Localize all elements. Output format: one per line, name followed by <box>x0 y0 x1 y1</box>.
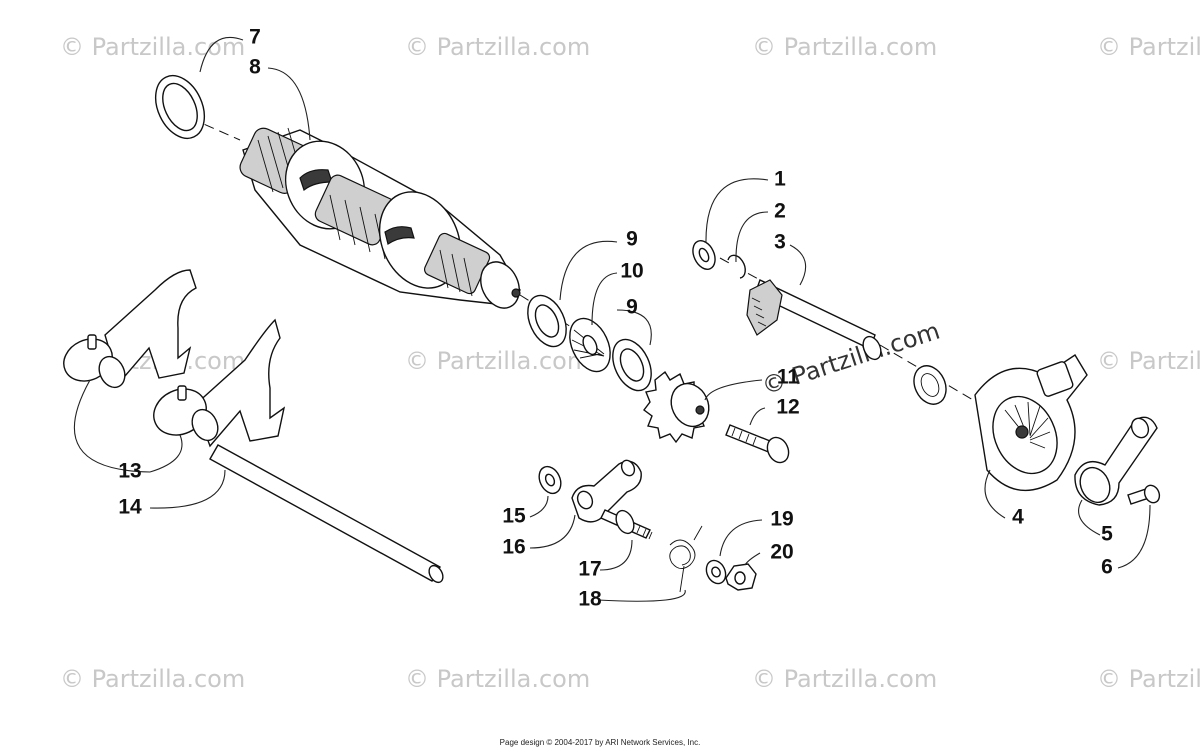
oil-seal[interactable] <box>908 361 952 410</box>
shift-arm[interactable] <box>1074 416 1158 508</box>
o-ring[interactable] <box>146 68 214 146</box>
page-footer: Page design © 2004-2017 by ARI Network S… <box>499 738 701 747</box>
callout-label: 7 <box>249 26 261 49</box>
callout-label: 1 <box>774 168 786 191</box>
washer-19[interactable] <box>703 557 729 586</box>
watermark: © Partzilla.com <box>405 347 590 375</box>
shift-shaft[interactable] <box>746 279 884 362</box>
washer-small[interactable] <box>689 237 720 273</box>
gear-position-sensor[interactable] <box>974 354 1088 492</box>
fork-shaft[interactable] <box>209 444 446 585</box>
watermark: © Partzilla.com <box>1097 665 1200 693</box>
callout-label: 13 <box>118 460 141 483</box>
shift-drum[interactable] <box>237 125 527 314</box>
callout-label: 14 <box>118 496 142 519</box>
watermark: © Partzilla.com <box>60 665 245 693</box>
callout-label: 11 <box>777 366 800 389</box>
shift-fork-left[interactable] <box>57 269 197 392</box>
torsion-spring[interactable] <box>669 525 703 593</box>
leader-lines <box>73 36 1151 602</box>
callout-label: 15 <box>502 505 526 528</box>
watermark: © Partzilla.com <box>405 665 590 693</box>
washer-bottom[interactable] <box>605 333 659 396</box>
callout-label: 8 <box>249 56 261 79</box>
callout-label: 9 <box>626 296 638 319</box>
axis-line <box>879 344 991 411</box>
callout-label: 5 <box>1101 523 1113 546</box>
callout-label: 16 <box>502 536 525 559</box>
callout-label: 3 <box>774 231 786 254</box>
callout-label: 10 <box>620 260 643 283</box>
stopper-lever[interactable] <box>571 458 642 523</box>
watermark: © Partzilla.com <box>1097 347 1200 375</box>
callout-label: 19 <box>770 508 793 531</box>
circlip[interactable] <box>727 254 746 279</box>
callout-label: 4 <box>1012 506 1024 529</box>
stud-bolt[interactable] <box>600 508 653 540</box>
watermark: © Partzilla.com <box>60 33 245 61</box>
drive-gear[interactable] <box>643 370 716 444</box>
callout-label: 17 <box>578 558 601 581</box>
watermark: © Partzilla.com <box>405 33 590 61</box>
washer-top[interactable] <box>520 289 574 352</box>
washer-15[interactable] <box>535 463 565 497</box>
nut[interactable] <box>725 563 757 591</box>
callout-label: 2 <box>774 200 786 223</box>
watermark: © Partzilla.com <box>1097 33 1200 61</box>
watermark: © Partzilla.com <box>752 665 937 693</box>
callout-label: 9 <box>626 228 638 251</box>
bolt[interactable] <box>725 424 793 466</box>
callout-label: 6 <box>1101 556 1113 579</box>
shift-fork-right[interactable] <box>146 318 286 448</box>
callout-label: 12 <box>776 396 799 419</box>
spring-washer[interactable] <box>562 312 618 378</box>
watermark: © Partzilla.com <box>752 33 937 61</box>
callout-label: 18 <box>578 588 602 611</box>
callouts: 7 8 1 2 3 9 10 9 11 12 4 5 6 13 14 15 16… <box>118 26 1113 611</box>
callout-label: 20 <box>770 541 793 564</box>
small-bolt[interactable] <box>1127 483 1162 505</box>
